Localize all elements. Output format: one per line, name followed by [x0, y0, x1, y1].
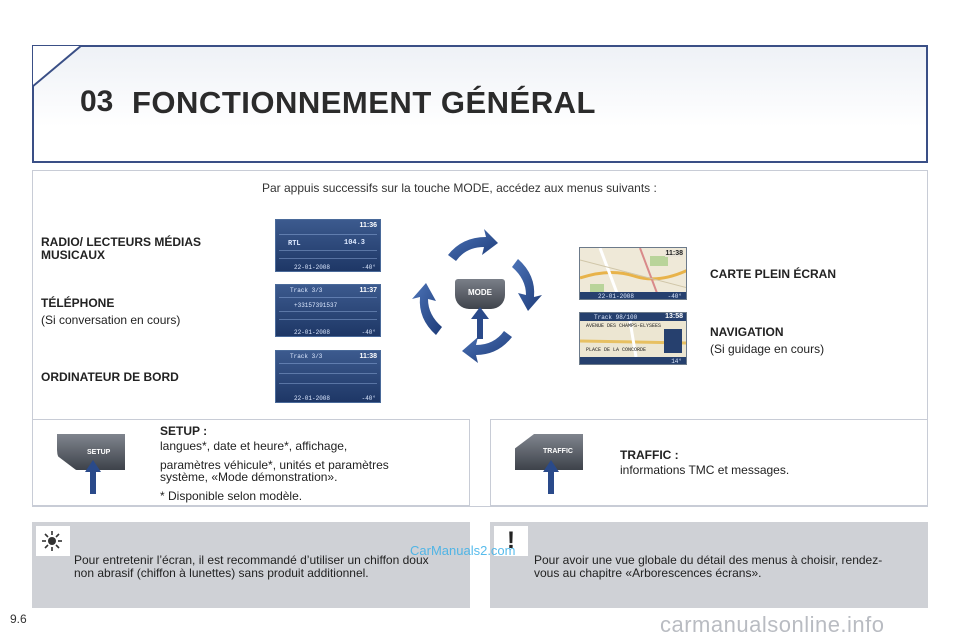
header-corner-tab [32, 45, 84, 89]
setup-line-1: langues*, date et heure*, affichage, [160, 439, 348, 453]
nav-screen-street: AVENUE DES CHAMPS-ELYSEES [586, 323, 662, 329]
trip-screen-time: 11:38 [359, 353, 377, 360]
map-screen-date: 22-01-2008 [598, 293, 635, 300]
page-title: FONCTIONNEMENT GÉNÉRAL [132, 85, 596, 120]
arrow-bottom-icon [462, 331, 512, 363]
map-screen-time: 11:38 [665, 250, 683, 257]
radio-screen-station: RTL [288, 240, 301, 248]
phone-screen-number: +33157391537 [294, 302, 338, 309]
setup-heading: SETUP : [160, 424, 208, 438]
screen-care-tip-line-2: non abrasif (chiffon à lunettes) sans pr… [74, 566, 369, 580]
radio-screen-freq: 104.3 [344, 239, 366, 247]
setup-note: * Disponible selon modèle. [160, 489, 303, 503]
menu-map-title: CARTE PLEIN ÉCRAN [710, 267, 837, 281]
mode-button[interactable]: MODE [455, 279, 505, 309]
watermark-large: carmanualsonline.info [660, 612, 885, 637]
mode-cycle-arrows [412, 229, 542, 363]
map-screen-temp: -40° [667, 293, 682, 300]
menu-radio-title-2: MUSICAUX [41, 248, 106, 262]
arrow-right-icon [512, 259, 542, 311]
trip-computer-screen: Track 3/3 11:38 22-01-2008 -40° [275, 350, 381, 403]
menu-overview-tip-box [490, 522, 928, 608]
mode-button-label: MODE [468, 288, 492, 297]
traffic-button-label: TRAFFIC [543, 448, 573, 455]
menu-trip-title: ORDINATEUR DE BORD [41, 370, 179, 384]
chapter-number: 03 [80, 85, 114, 118]
arrow-left-icon [412, 283, 442, 335]
menu-navigation-subtitle: (Si guidage en cours) [710, 342, 825, 356]
nav-screen-place: PLACE DE LA CONCORDE [586, 347, 647, 353]
mode-press-arrow-icon [471, 307, 489, 339]
radio-screen-temp: -40° [361, 264, 376, 271]
setup-line-2: paramètres véhicule*, unités et paramètr… [160, 458, 389, 472]
exclamation-icon: ! [507, 527, 515, 554]
navigation-screen: Track 98/100 13:58 AVENUE DES CHAMPS-ELY… [579, 312, 687, 365]
warning-icon-background: ! [494, 526, 528, 556]
full-map-screen: 11:38 22-01-2008 -40° [579, 247, 687, 300]
menu-phone-subtitle: (Si conversation en cours) [41, 313, 181, 327]
nav-screen-temp: 14° [671, 358, 682, 365]
menu-overview-tip-line-1: Pour avoir une vue globale du détail des… [534, 553, 883, 567]
phone-screen: Track 3/3 11:37 +33157391537 22-01-2008 … [275, 284, 381, 337]
phone-screen-track: Track 3/3 [290, 287, 323, 294]
traffic-heading: TRAFFIC : [620, 448, 679, 462]
radio-screen-date: 22-01-2008 [294, 264, 331, 271]
radio-screen-time: 11:36 [359, 222, 377, 229]
screen-care-tip-box [32, 522, 470, 608]
menu-overview-tip-line-2: vous au chapitre «Arborescences écrans». [534, 566, 762, 580]
nav-screen-track: Track 98/100 [594, 314, 638, 321]
phone-screen-date: 22-01-2008 [294, 329, 331, 336]
screen-care-tip-line-1: Pour entretenir l’écran, il est recomman… [74, 553, 429, 567]
nav-map-graphic [580, 313, 686, 364]
traffic-line-1: informations TMC et messages. [620, 463, 790, 477]
watermark-small: CarManuals2.com [410, 543, 516, 558]
setup-press-arrow-icon [85, 460, 101, 494]
trip-screen-track: Track 3/3 [290, 353, 323, 360]
menu-navigation-title: NAVIGATION [710, 325, 784, 339]
page-number: 9.6 [10, 612, 27, 626]
trip-screen-date: 22-01-2008 [294, 395, 331, 402]
setup-line-3: système, «Mode démonstration». [160, 470, 338, 484]
phone-screen-temp: -40° [361, 329, 376, 336]
chapter-header [32, 45, 928, 163]
intro-text: Par appuis successifs sur la touche MODE… [262, 181, 657, 195]
arrow-top-icon [448, 229, 498, 261]
menu-phone-title: TÉLÉPHONE [41, 296, 115, 310]
radio-screen: 11:36 RTL 104.3 22-01-2008 -40° [275, 219, 381, 272]
traffic-press-arrow-icon [543, 460, 559, 494]
nav-screen-time: 13:58 [665, 313, 683, 320]
menu-radio-title-1: RADIO/ LECTEURS MÉDIAS [41, 235, 202, 249]
setup-button-label: SETUP [87, 449, 111, 456]
sun-tip-icon [42, 531, 62, 551]
phone-screen-time: 11:37 [359, 287, 377, 294]
trip-screen-temp: -40° [361, 395, 376, 402]
